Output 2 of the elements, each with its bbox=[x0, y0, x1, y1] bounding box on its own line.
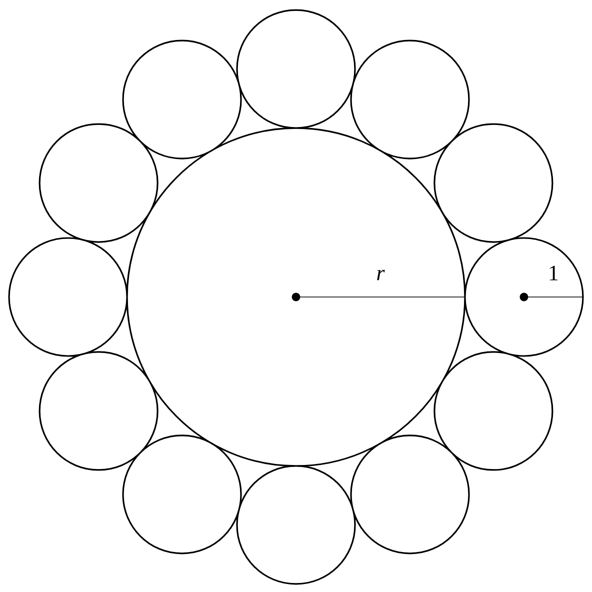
dimension-label: 1 bbox=[550, 266, 558, 280]
dimension-label: r bbox=[377, 270, 385, 280]
